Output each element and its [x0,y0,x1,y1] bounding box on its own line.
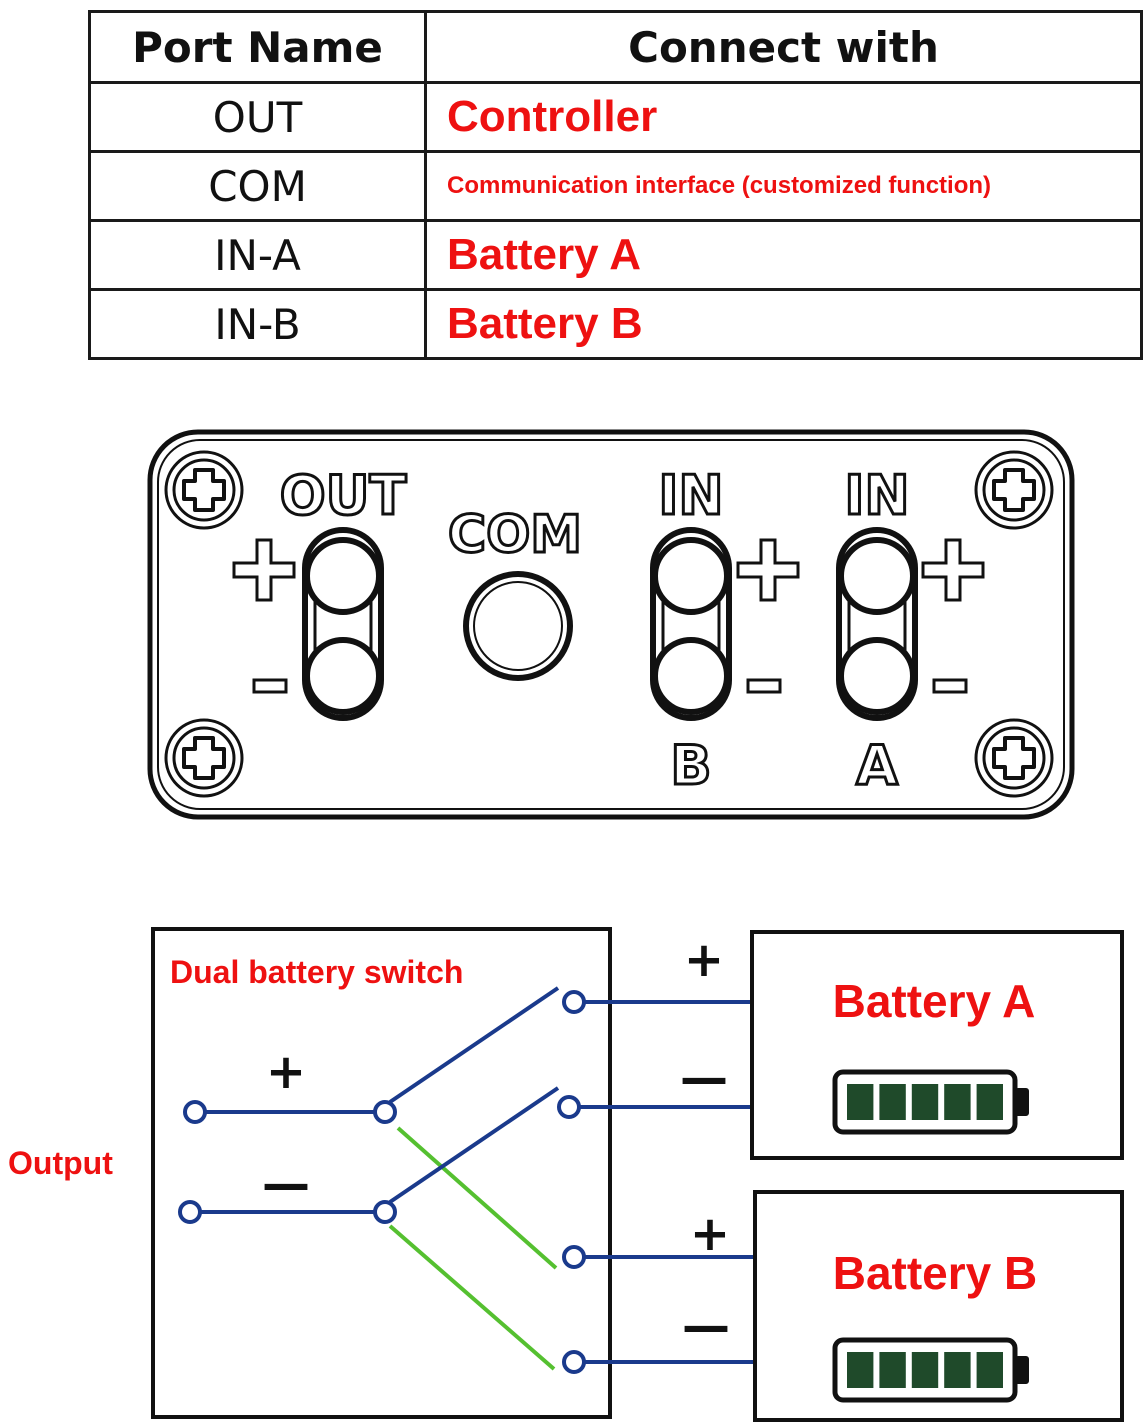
node [562,990,586,1014]
panel-in-b-label: IN [658,464,723,527]
panel-b-label: B [670,734,711,797]
panel-a-label: A [856,734,898,797]
connect-cell: Battery A [424,219,1143,291]
output-minus-sign: — [262,1156,310,1212]
panel-in-a-label: IN [844,464,909,527]
com-port-icon [463,571,573,681]
battery-cell [879,1352,906,1388]
screw-icon [164,718,244,798]
connect-cell: Battery B [424,288,1143,360]
battery-cell [911,1084,939,1120]
wire-minus-to-b [388,1224,556,1371]
table-row: OUT Controller [88,81,1143,153]
battery-a-label: Battery A [833,975,1036,1027]
node [183,1100,207,1124]
node [373,1200,397,1224]
switch-box [151,927,612,1419]
header-port-name: Port Name [88,10,427,84]
battery-cell [944,1084,971,1120]
wire-minus-to-a [388,1086,560,1204]
table-row: IN-A Battery A [88,219,1143,291]
port-name-cell: OUT [88,81,427,153]
battery-cell [976,1352,1003,1388]
battery-cell [847,1352,874,1388]
battery-b-plus-sign: + [690,1206,730,1262]
battery-b-minus-sign: — [682,1298,730,1354]
battery-b-icon [832,1337,1029,1403]
wire-plus-to-a [388,986,560,1104]
connect-cell: Controller [424,81,1143,153]
plus-icon [921,538,985,602]
wiring-diagram: Dual battery switch Output + — + — [8,927,1124,1422]
output-plus-sign: + [266,1044,306,1100]
screw-icon [974,718,1054,798]
header-connect-with: Connect with [424,10,1143,84]
battery-a-minus-sign: — [680,1050,728,1106]
battery-a-box [750,930,1124,1160]
battery-a-icon [832,1069,1029,1135]
screw-icon [164,450,244,530]
wire-plus-to-b [396,1126,558,1270]
in-a-terminal-icon [839,530,915,718]
battery-cell [847,1084,874,1120]
node [373,1100,397,1124]
battery-cell [911,1352,939,1388]
port-name-cell: IN-B [88,288,427,360]
battery-b-label: Battery B [833,1247,1038,1299]
battery-b-box [753,1190,1124,1422]
node [562,1245,586,1269]
screw-icon [974,450,1054,530]
plus-icon [736,538,800,602]
table-row: COM Communication interface (customized … [88,150,1143,222]
battery-cell [879,1084,906,1120]
node [562,1350,586,1374]
battery-a-plus-sign: + [684,932,724,988]
port-table: Port Name Connect with OUT Controller CO… [88,10,1143,360]
battery-cell [944,1352,971,1388]
panel-out-label: OUT [280,464,407,527]
port-name-cell: IN-A [88,219,427,291]
plus-icon [232,538,296,602]
panel-com-label: COM [448,505,582,565]
battery-cell [976,1084,1003,1120]
port-name-cell: COM [88,150,427,222]
table-row: IN-B Battery B [88,288,1143,360]
minus-icon [746,678,782,694]
output-label: Output [8,1145,113,1181]
minus-icon [932,678,968,694]
minus-icon [252,678,288,694]
switch-title: Dual battery switch [170,954,463,990]
in-b-terminal-icon [653,530,729,718]
node [557,1095,581,1119]
terminal-panel: OUT COM IN B IN A [147,429,1075,820]
out-terminal-icon [305,530,381,718]
node [178,1200,202,1224]
table-header-row: Port Name Connect with [88,10,1143,84]
connect-cell: Communication interface (customized func… [424,150,1143,222]
